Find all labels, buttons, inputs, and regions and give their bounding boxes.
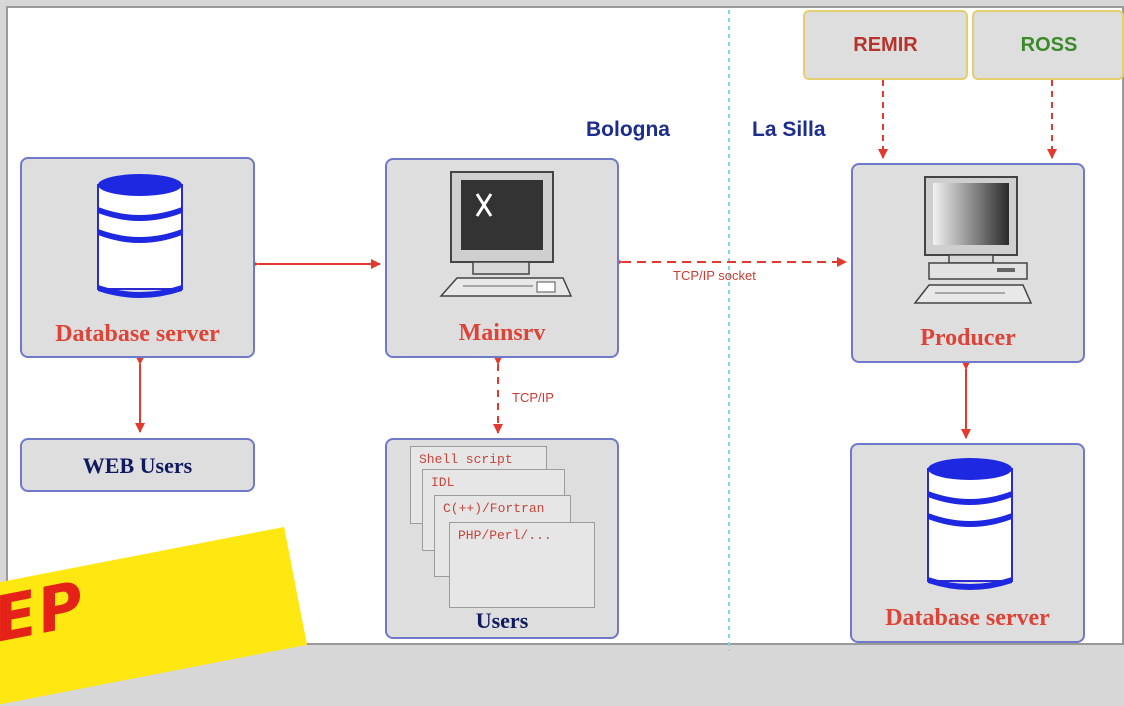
node-database-server-bologna: Database server — [20, 157, 255, 358]
script-card-php: PHP/Perl/... — [449, 522, 595, 608]
node-label-users: Users — [475, 608, 529, 633]
node-label-mainsrv: Mainsrv — [458, 320, 546, 346]
script-label-c: C(++)/Fortran — [443, 501, 545, 516]
node-label-database-server-left: Database server — [55, 321, 220, 347]
script-label-php: PHP/Perl/... — [458, 528, 552, 543]
node-label-producer: Producer — [920, 325, 1016, 351]
node-database-server-la-silla: Database server — [850, 443, 1085, 643]
database-cylinder-icon — [927, 458, 1013, 590]
script-label-shell: Shell script — [419, 452, 513, 467]
database-cylinder-icon — [97, 174, 183, 298]
script-label-idl: IDL — [431, 475, 455, 490]
site-label-la-silla: La Silla — [752, 118, 826, 141]
node-users: Shell script IDL C(++)/Fortran PHP/Perl/… — [385, 438, 619, 639]
diagram-canvas: Bologna La Silla REMIR ROSS Database ser… — [0, 6, 1124, 706]
x-terminal-workstation-icon — [439, 171, 573, 297]
instrument-label-ross: ROSS — [1020, 34, 1078, 56]
connection-label-socket: TCP/IP socket — [673, 268, 756, 283]
connectors-layer — [135, 10, 1057, 651]
banner-text: EP — [0, 567, 92, 657]
node-mainsrv: Mainsrv — [385, 158, 619, 358]
node-label-database-server-right: Database server — [885, 605, 1050, 631]
node-label-web-users: WEB Users — [82, 453, 193, 478]
instrument-box-remir: REMIR — [803, 10, 968, 80]
node-web-users: WEB Users — [20, 438, 255, 492]
site-label-bologna: Bologna — [586, 118, 670, 141]
connection-label-tcpip: TCP/IP — [512, 390, 554, 405]
node-producer: Producer — [851, 163, 1085, 363]
instrument-box-ross: ROSS — [972, 10, 1124, 80]
desktop-computer-icon — [913, 176, 1033, 304]
instrument-label-remir: REMIR — [853, 34, 918, 56]
